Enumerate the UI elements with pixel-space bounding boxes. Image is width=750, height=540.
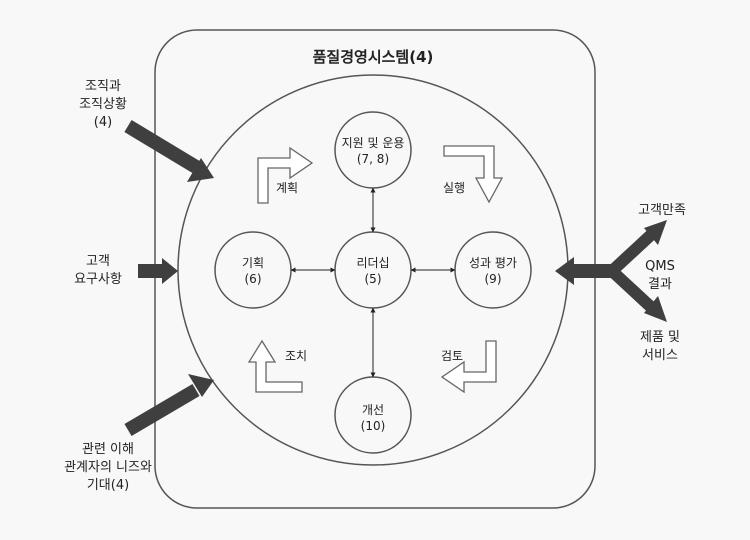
qms-results-label: QMS 결과: [645, 259, 675, 292]
check-label: 검토: [440, 349, 464, 363]
do-arrow-icon: [443, 145, 504, 204]
customer-requirements-label: 고객 요구사항: [74, 254, 122, 287]
products-services-label: 제품 및 서비스: [639, 330, 680, 363]
context-input-arrow-icon: [124, 120, 214, 182]
act-arrow-icon: [247, 339, 303, 393]
interested-parties-label: 관련 이해 관계자의 니즈와 기대(4): [64, 442, 152, 493]
improvement-label: 개선 (10): [360, 403, 386, 433]
interested-parties-input-arrow-icon: [124, 374, 214, 437]
do-label: 실행: [442, 181, 466, 195]
performance-label: 성과 평가 (9): [469, 256, 517, 286]
results-output-arrow-icon: [555, 220, 667, 322]
system-title: 품질경영시스템(4): [312, 48, 434, 66]
leadership-label: 리더십 (5): [356, 256, 390, 286]
plan-label: 계획: [275, 181, 299, 195]
customer-satisfaction-label: 고객만족: [638, 203, 686, 218]
support-label: 지원 및 운용 (7, 8): [341, 136, 405, 166]
customer-input-arrow-icon: [138, 258, 178, 284]
context-input-label: 조직과 조직상황 (4): [79, 79, 127, 130]
check-arrow-icon: [440, 340, 497, 394]
act-label: 조치: [284, 349, 308, 363]
planning-label: 기획 (6): [241, 256, 265, 286]
plan-arrow-icon: [257, 146, 314, 204]
